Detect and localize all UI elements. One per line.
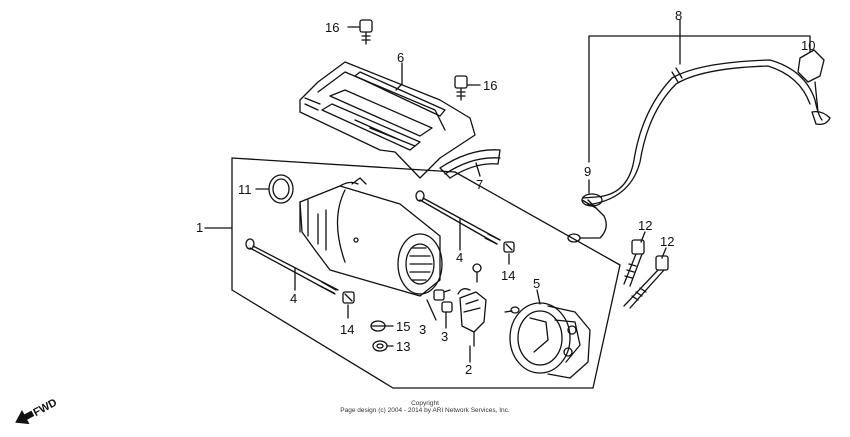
- leader-12b: [661, 247, 667, 259]
- starter-motor-part: [299, 177, 443, 297]
- terminal-cap-9-part: [581, 193, 603, 209]
- callout-9: 9: [584, 164, 591, 179]
- leader-5: [536, 289, 541, 305]
- copyright-line-1: Copyright: [411, 400, 439, 407]
- callout-13: 13: [396, 339, 410, 354]
- bolt-16-top: [359, 19, 373, 45]
- callout-16b: 16: [483, 78, 497, 93]
- callout-4b: 4: [290, 291, 297, 306]
- callout-14b: 14: [340, 322, 354, 337]
- nut-14-right: [503, 241, 515, 253]
- callout-16a: 16: [325, 20, 339, 35]
- brush-holder-part: [457, 288, 487, 347]
- washer-13-part: [372, 340, 388, 352]
- callout-12a: 12: [638, 218, 652, 233]
- callout-8: 8: [675, 8, 682, 23]
- end-cover-part: [509, 302, 591, 379]
- callout-12b: 12: [660, 234, 674, 249]
- bolt-16-right: [454, 75, 468, 101]
- leader-6b: [395, 83, 403, 91]
- cover-part: [299, 61, 476, 179]
- long-bolt-4-lower: [245, 238, 339, 295]
- callout-10: 10: [801, 38, 815, 53]
- callout-6: 6: [397, 50, 404, 65]
- gasket-strip-part: [439, 149, 501, 179]
- leader-7: [475, 162, 481, 177]
- copyright-line-2: Page design (c) 2004 - 2014 by ARI Netwo…: [340, 407, 510, 414]
- nut-14-left: [342, 291, 355, 304]
- fwd-arrow-icon: FWD: [15, 397, 59, 424]
- bolt-12-upper: [623, 239, 645, 287]
- callout-3b: 3: [441, 329, 448, 344]
- nut-15-part: [370, 320, 386, 332]
- screw-part: [472, 263, 482, 283]
- callout-1: 1: [196, 220, 203, 235]
- long-bolt-4-upper: [415, 190, 501, 245]
- brush-3b-part: [441, 301, 453, 313]
- brush-3a-part: [433, 289, 451, 301]
- assembly-frame: [231, 157, 621, 389]
- bolt-12-lower: [623, 255, 669, 309]
- callout-2: 2: [465, 362, 472, 377]
- callout-7: 7: [476, 177, 483, 192]
- callout-4a: 4: [456, 250, 463, 265]
- callout-5: 5: [533, 276, 540, 291]
- callout-3a: 3: [419, 322, 426, 337]
- leader-12a: [640, 231, 646, 243]
- leader-3a: [426, 299, 437, 321]
- starter-cable-part: [567, 59, 823, 243]
- callout-14a: 14: [501, 268, 515, 283]
- terminal-cap-10-part: [797, 49, 831, 126]
- leader-8-bracket: [588, 19, 811, 163]
- callout-11: 11: [238, 182, 252, 197]
- small-screw-part: [504, 306, 520, 314]
- callout-15: 15: [396, 319, 410, 334]
